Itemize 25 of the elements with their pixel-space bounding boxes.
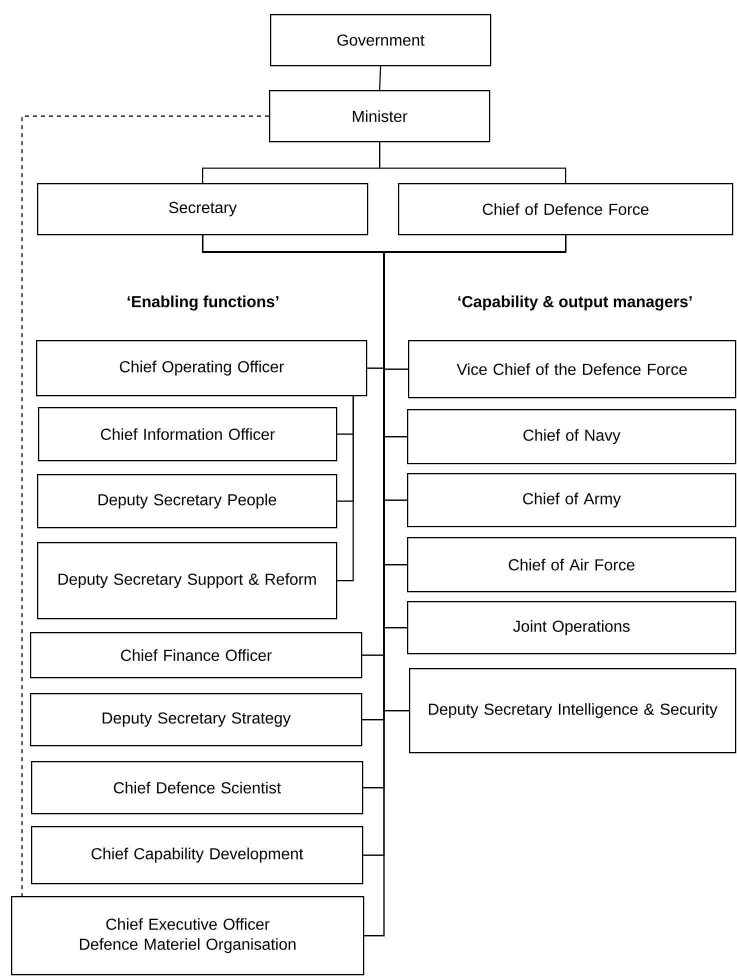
org-box: Chief Defence Scientist bbox=[31, 761, 364, 814]
org-box: Deputy Secretary Intelligence & Security bbox=[409, 668, 736, 754]
connector-line bbox=[337, 396, 354, 582]
org-box: Chief of Army bbox=[407, 473, 736, 528]
connector-line bbox=[379, 66, 382, 90]
group-heading: ‘Capability & output managers’ bbox=[458, 296, 692, 310]
group-heading: ‘Enabling functions’ bbox=[128, 296, 278, 310]
org-box: Chief Operating Officer bbox=[36, 340, 368, 396]
org-box: Chief Finance Officer bbox=[30, 632, 362, 678]
org-box: Deputy Secretary Strategy bbox=[30, 693, 362, 746]
org-box: Chief Executive Officer Defence Materiel Organisation bbox=[11, 896, 364, 976]
org-box: Deputy Secretary Support & Reform bbox=[37, 542, 338, 620]
connector-line bbox=[379, 142, 566, 183]
org-box: Chief of Air Force bbox=[407, 537, 736, 592]
org-box: Chief Information Officer bbox=[38, 407, 338, 462]
connector-line bbox=[21, 116, 269, 896]
org-box: Minister bbox=[269, 90, 490, 142]
org-box: Deputy Secretary People bbox=[37, 474, 338, 528]
org-box: Chief Capability Development bbox=[31, 826, 364, 884]
org-box: Joint Operations bbox=[407, 601, 736, 654]
org-box: Secretary bbox=[37, 183, 368, 236]
org-box: Vice Chief of the Defence Force bbox=[408, 340, 736, 398]
org-box: Government bbox=[270, 14, 492, 66]
org-box: Chief of Defence Force bbox=[398, 183, 734, 236]
org-box: Chief of Navy bbox=[407, 409, 736, 464]
